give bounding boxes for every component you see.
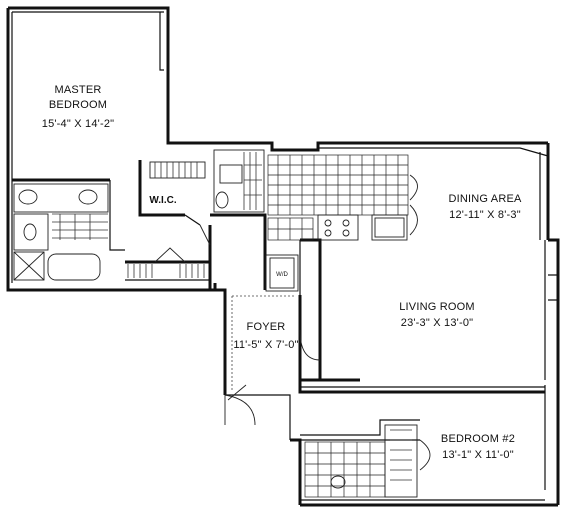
sink-icon (371, 214, 408, 241)
shower-icon (13, 251, 45, 281)
wic-label: W.I.C. (149, 195, 176, 206)
bedroom-2-size: 13'-1" X 11'-0" (442, 449, 514, 461)
living-room-size: 23'-3" X 13'-0" (401, 317, 474, 329)
living-door-icon (299, 329, 321, 361)
wic-shelving (149, 161, 206, 179)
sink-right-icon (78, 189, 98, 205)
bedroom2-toilet-icon (330, 475, 346, 489)
dashed-boundaries (231, 295, 296, 390)
powder-room (213, 149, 265, 213)
room-labels: MASTER BEDROOM 15'-4" X 14'-2" W.I.C. DI… (42, 84, 522, 461)
foyer-size: 11'-5" X 7'-0" (233, 339, 298, 351)
entry-door-icon (224, 394, 256, 426)
bedroom2-door-icon (419, 439, 431, 471)
powder-toilet-icon (215, 191, 229, 209)
washer-dryer: W/D (265, 254, 299, 292)
sink-left-icon (18, 189, 38, 205)
bedroom-2-label: BEDROOM #2 (441, 433, 515, 445)
bathtub-icon (47, 253, 101, 281)
doors (224, 329, 431, 471)
hall-closets (127, 224, 211, 278)
foyer-label: FOYER (247, 321, 286, 333)
kitchen-floor-grid (267, 154, 409, 216)
master-bedroom-label-line2: BEDROOM (49, 99, 107, 111)
bedroom2-bath (304, 424, 418, 498)
bath-tile-pattern (52, 213, 108, 240)
dining-area-label: DINING AREA (448, 193, 522, 205)
dining-area-size: 12'-11" X 8'-3" (449, 209, 521, 221)
master-bedroom-size: 15'-4" X 14'-2" (42, 118, 115, 130)
washer-dryer-label: W/D (276, 272, 288, 278)
cooktop-icon (317, 214, 359, 241)
toilet-icon (23, 223, 37, 241)
living-room-label: LIVING ROOM (399, 301, 475, 313)
kitchen (267, 154, 418, 241)
master-bedroom-label-line1: MASTER (54, 84, 101, 96)
exterior-walls (6, 6, 560, 507)
master-bath (13, 183, 109, 281)
